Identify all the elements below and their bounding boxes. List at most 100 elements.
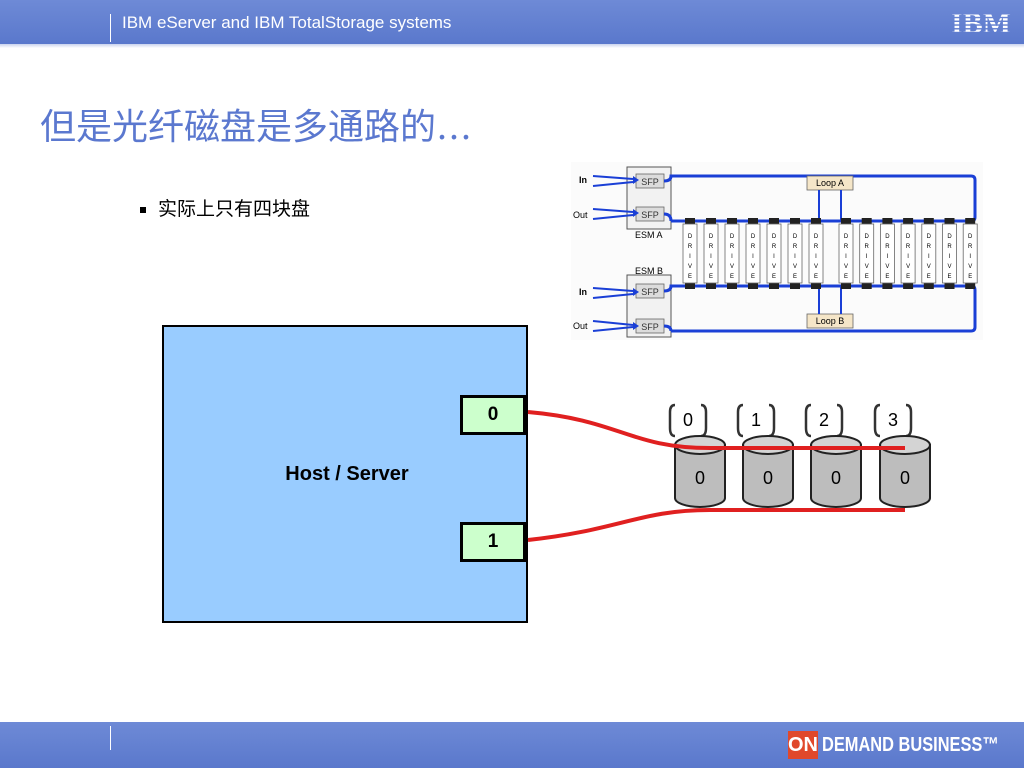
drive-letter: E	[968, 274, 972, 280]
drive-letter: R	[947, 244, 952, 250]
drive-letter: R	[865, 244, 870, 250]
drive-letter: D	[844, 234, 849, 240]
loop-a-box	[806, 175, 854, 191]
drive-letter: D	[793, 234, 798, 240]
drive-letter: V	[730, 264, 734, 270]
drive-letter: I	[928, 254, 930, 260]
sfp-label: SFP	[641, 322, 659, 332]
drive-letter: D	[968, 234, 973, 240]
host-port-0[interactable]: 0	[460, 395, 526, 435]
sfp-label: SFP	[641, 287, 659, 297]
drive-letter: V	[772, 264, 776, 270]
drive-letter: E	[906, 274, 910, 280]
drive-letter: I	[845, 254, 847, 260]
drive-letter: R	[751, 244, 756, 250]
drive-letter: V	[947, 264, 951, 270]
drive-letter: I	[731, 254, 733, 260]
drive-letter: I	[887, 254, 889, 260]
drive-letter: D	[814, 234, 819, 240]
io-arrowheads	[633, 176, 639, 330]
loop-b-box	[806, 313, 854, 329]
drive-letter: E	[885, 274, 889, 280]
drive-letter: I	[689, 254, 691, 260]
drive-letter: R	[814, 244, 819, 250]
disk-0: 00	[668, 403, 726, 508]
disk-body	[879, 444, 931, 508]
drive-letter: I	[815, 254, 817, 260]
disk-body	[674, 444, 726, 508]
drive-letter: E	[688, 274, 692, 280]
footer-divider	[110, 726, 111, 750]
drive-letter: E	[730, 274, 734, 280]
bullet-marker	[140, 206, 146, 213]
drive-letter: E	[772, 274, 776, 280]
drive-letter: V	[814, 264, 818, 270]
disk-1: 10	[736, 403, 794, 508]
drive-letter: E	[844, 274, 848, 280]
cable-port-0	[527, 410, 905, 450]
header-divider	[110, 14, 111, 42]
drive-letter: V	[968, 264, 972, 270]
disk-id-label: 0	[683, 410, 693, 430]
esm-b-label: ESM B	[635, 266, 663, 276]
drive-letter: E	[793, 274, 797, 280]
sfp-label: SFP	[641, 177, 659, 187]
drive-letter: V	[906, 264, 910, 270]
host-port-1[interactable]: 1	[460, 522, 526, 562]
drive-letter: D	[865, 234, 870, 240]
drive-letter: E	[814, 274, 818, 280]
drive-letter: I	[969, 254, 971, 260]
disk-body	[810, 444, 862, 508]
slide-title: 但是光纤磁盘是多通路的…	[40, 107, 473, 148]
disk-lun-label: 0	[763, 468, 773, 488]
demand-business-text: DEMAND BUSINESS™	[822, 734, 999, 756]
disk-lun-label: 0	[831, 468, 841, 488]
disk-lun-label: 0	[900, 468, 910, 488]
drive-letter: R	[772, 244, 777, 250]
drive-letter: D	[730, 234, 735, 240]
drive-letter: E	[751, 274, 755, 280]
header-bar: IBM eServer and IBM TotalStorage systems…	[0, 0, 1024, 44]
disk-lun-label: 0	[695, 468, 705, 488]
drive-letter: I	[773, 254, 775, 260]
drive-letter: D	[947, 234, 952, 240]
drive-letter: V	[688, 264, 692, 270]
drive-letter: I	[866, 254, 868, 260]
drive-letter: D	[709, 234, 714, 240]
bullet-item: 实际上只有四块盘	[140, 194, 310, 221]
drive-letter: D	[751, 234, 756, 240]
disk-id-label: 1	[751, 410, 761, 430]
esm-a-label: ESM A	[635, 230, 663, 240]
host-server: Host / Server	[162, 325, 528, 623]
drive-letter: R	[885, 244, 890, 250]
out-label-bottom: Out	[573, 321, 588, 331]
drive-letter: R	[730, 244, 735, 250]
in-label-bottom: In	[579, 287, 587, 297]
out-label-top: Out	[573, 210, 588, 220]
ibm-logo: IBM	[951, 7, 1011, 37]
drive-letter: R	[844, 244, 849, 250]
drive-letter: V	[709, 264, 713, 270]
disk-top	[674, 435, 726, 455]
drive-letter: V	[844, 264, 848, 270]
drive-letter: D	[927, 234, 932, 240]
bullet-text: 实际上只有四块盘	[158, 198, 311, 220]
disk-top	[879, 435, 931, 455]
drive-letter: V	[865, 264, 869, 270]
loop-b-label: Loop B	[816, 316, 845, 326]
drive-bay: DRIVEDRIVEDRIVEDRIVEDRIVEDRIVEDRIVEDRIVE…	[682, 218, 978, 289]
loop-diagram: SFP SFP ESM A SFP SFP ESM B In Out In Ou…	[571, 162, 983, 340]
drive-letter: R	[927, 244, 932, 250]
drive-letter: I	[949, 254, 951, 260]
footer-bar: ON DEMAND BUSINESS™	[0, 722, 1024, 768]
